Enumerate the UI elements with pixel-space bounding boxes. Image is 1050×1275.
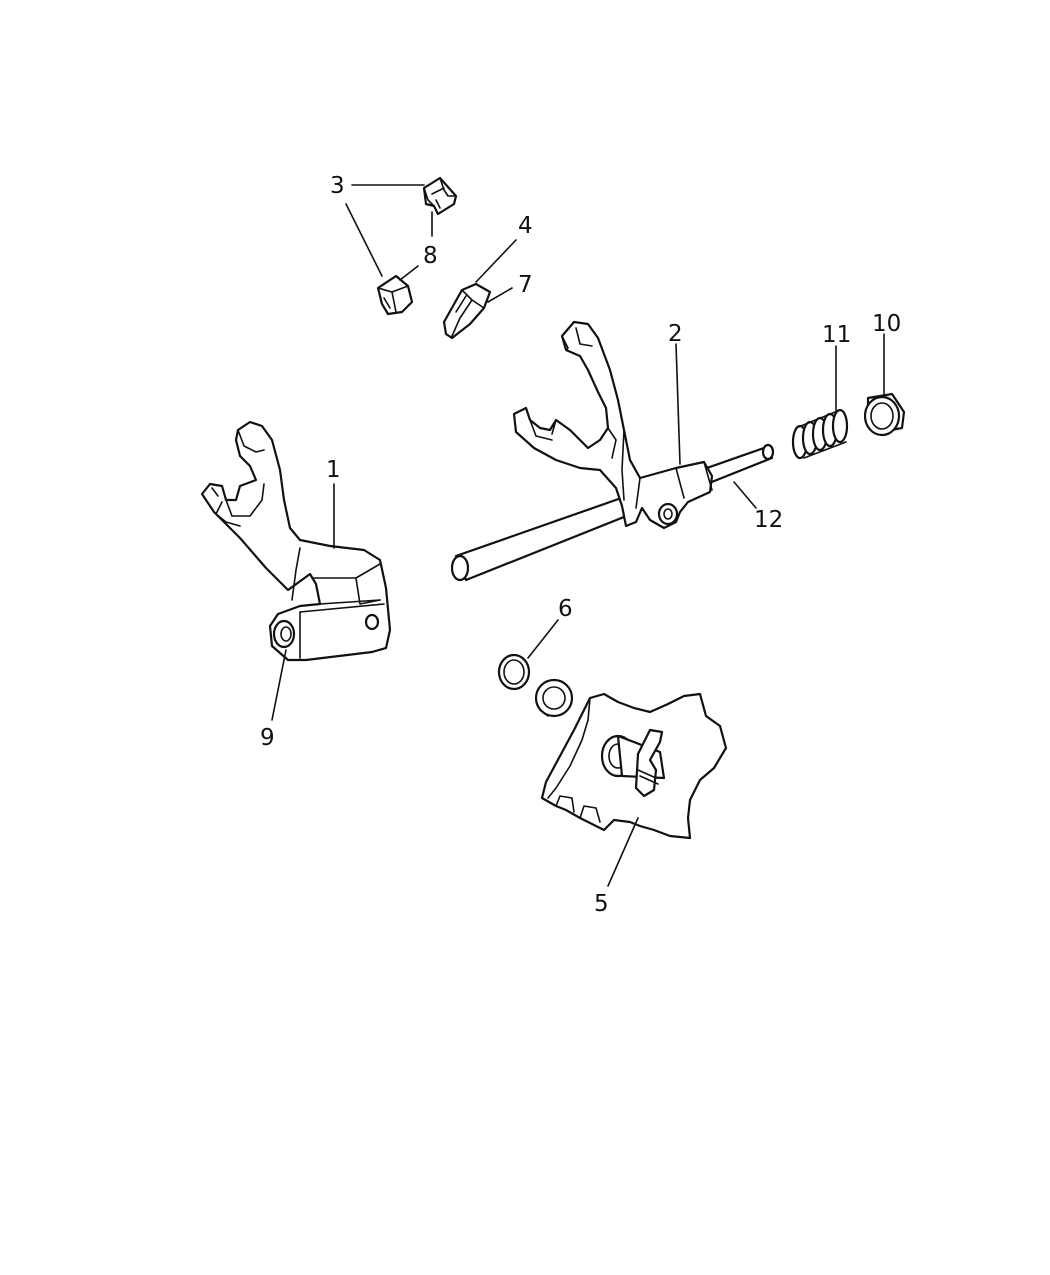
leader-3-lower xyxy=(345,203,383,277)
leader-7 xyxy=(487,287,513,303)
leader-2 xyxy=(675,343,681,465)
callout-6: 6 xyxy=(558,596,573,622)
part-shoe-upper xyxy=(422,176,458,216)
callout-10: 10 xyxy=(872,311,901,337)
callout-5: 5 xyxy=(594,891,609,917)
part-shift-fork-1 xyxy=(200,420,392,662)
leader-lines xyxy=(271,184,885,887)
callout-7: 7 xyxy=(518,272,533,298)
part-washer xyxy=(497,653,531,691)
callout-2: 2 xyxy=(668,321,683,347)
part-shoe-lower xyxy=(376,274,414,316)
callout-3: 3 xyxy=(330,173,345,199)
callout-12: 12 xyxy=(754,507,783,533)
leader-4 xyxy=(475,239,517,283)
part-sleeve xyxy=(863,392,906,437)
part-shift-rail-with-fork xyxy=(450,320,775,582)
leader-8-lower xyxy=(399,265,419,281)
part-pad xyxy=(442,282,492,340)
leader-9 xyxy=(271,649,287,721)
leader-12 xyxy=(733,481,757,509)
part-spring xyxy=(791,408,849,460)
callout-labels: 3 8 4 7 2 11 10 12 1 9 6 5 xyxy=(260,173,901,917)
callout-4: 4 xyxy=(518,213,533,239)
part-selector-plate xyxy=(540,692,728,840)
leader-6 xyxy=(527,619,559,659)
part-seal xyxy=(534,678,574,718)
leader-5 xyxy=(607,817,639,887)
callout-11: 11 xyxy=(822,322,851,348)
callout-1: 1 xyxy=(326,457,341,483)
callout-9: 9 xyxy=(260,725,275,751)
callout-8: 8 xyxy=(423,243,438,269)
